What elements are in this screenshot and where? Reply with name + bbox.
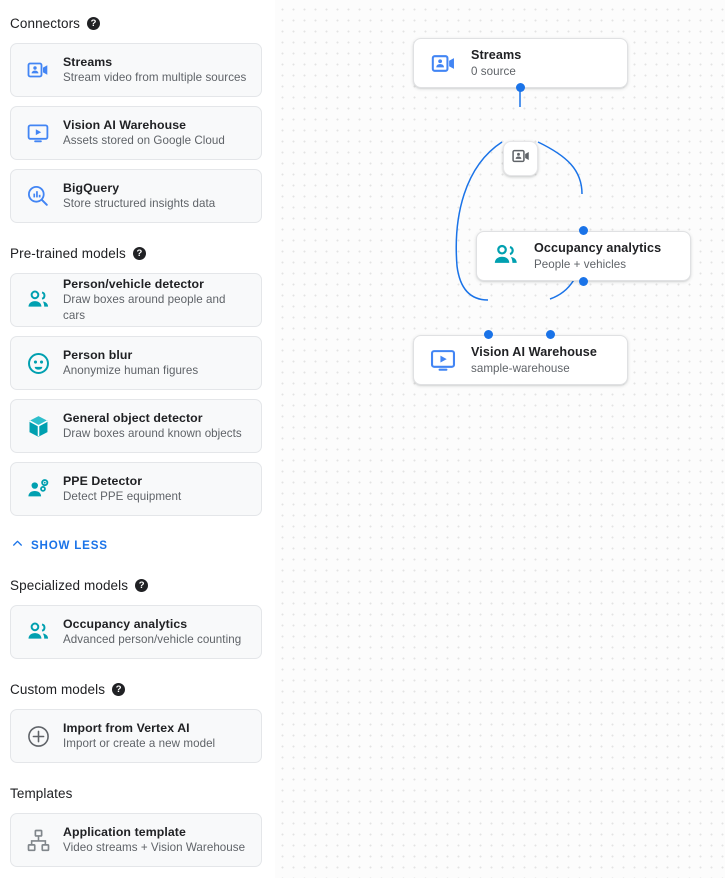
palette-item-desc: Stream video from multiple sources	[63, 71, 247, 84]
spacer	[0, 223, 275, 242]
palette-item-general-object-detector[interactable]: General object detector Draw boxes aroun…	[10, 399, 262, 453]
graph-node-subtitle: People + vehicles	[534, 257, 627, 271]
people-group-icon	[25, 287, 51, 313]
palette-item-occupancy-analytics[interactable]: Occupancy analytics Advanced person/vehi…	[10, 605, 262, 659]
edge-connector-to-occupancy	[537, 141, 583, 195]
show-less-label: SHOW LESS	[31, 538, 108, 552]
plus-circle-icon	[25, 723, 51, 749]
graph-node-text: Occupancy analytics People + vehicles	[534, 240, 661, 273]
graph-node-vision-ai-warehouse[interactable]: Vision AI Warehouse sample-warehouse	[413, 335, 628, 385]
graph-edges	[455, 51, 583, 301]
palette-item-import-from-vertex-ai[interactable]: Import from Vertex AI Import or create a…	[10, 709, 262, 763]
people-group-icon	[491, 241, 521, 271]
palette-item-ppe-detector[interactable]: PPE Detector Detect PPE equipment	[10, 462, 262, 516]
palette-item-person-vehicle-detector[interactable]: Person/vehicle detector Draw boxes aroun…	[10, 273, 262, 327]
palette-item-text: Person blur Anonymize human figures	[63, 347, 198, 379]
section-header-custom-models: Custom models ?	[0, 678, 275, 700]
palette-item-text: Person/vehicle detector Draw boxes aroun…	[63, 276, 249, 324]
graph-node-streams[interactable]: Streams 0 source	[413, 38, 628, 88]
spacer	[0, 659, 275, 678]
graph-node-text: Streams 0 source	[471, 47, 521, 80]
video-camera-person-icon	[25, 57, 51, 83]
palette-item-desc: Anonymize human figures	[63, 364, 199, 377]
palette-item-text: General object detector Draw boxes aroun…	[63, 410, 242, 442]
palette-item-text: Application template Video streams + Vis…	[63, 824, 245, 856]
palette-item-text: PPE Detector Detect PPE equipment	[63, 473, 181, 505]
section-header-connectors: Connectors ?	[0, 12, 275, 34]
graph-node-stream-connector[interactable]	[503, 141, 538, 176]
graph-node-title: Streams	[471, 47, 522, 62]
graph-node-subtitle: 0 source	[471, 64, 516, 78]
cube-box-icon	[25, 413, 51, 439]
palette-item-desc: Draw boxes around people and cars	[63, 293, 226, 322]
spacer-top	[0, 0, 275, 12]
palette-item-text: Occupancy analytics Advanced person/vehi…	[63, 616, 241, 648]
section-title: Connectors	[10, 15, 81, 31]
port-warehouse-input-left[interactable]	[484, 330, 493, 339]
graph-node-title: Occupancy analytics	[534, 240, 662, 255]
magnifier-bars-icon	[25, 183, 51, 209]
monitor-play-icon	[25, 120, 51, 146]
section-title: Pre-trained models	[10, 245, 126, 261]
chevron-up-icon	[11, 537, 24, 553]
palette-item-streams[interactable]: Streams Stream video from multiple sourc…	[10, 43, 262, 97]
help-icon[interactable]: ?	[132, 246, 146, 260]
palette-item-text: Import from Vertex AI Import or create a…	[63, 720, 215, 752]
graph-node-subtitle: sample-warehouse	[471, 361, 570, 375]
palette-item-desc: Detect PPE equipment	[63, 490, 182, 503]
face-circle-icon	[25, 350, 51, 376]
port-occupancy-input[interactable]	[579, 226, 588, 235]
graph-canvas[interactable]: Streams 0 source Occupancy analytics Peo…	[275, 0, 725, 878]
show-less-button[interactable]: SHOW LESS	[0, 535, 275, 555]
palette-item-name: Person blur	[63, 348, 133, 362]
component-palette-sidebar: Connectors ? Streams Stream video from m…	[0, 0, 275, 878]
palette-item-application-template[interactable]: Application template Video streams + Vis…	[10, 813, 262, 867]
palette-item-name: Vision AI Warehouse	[63, 118, 187, 132]
palette-item-desc: Draw boxes around known objects	[63, 427, 242, 440]
help-icon[interactable]: ?	[87, 16, 101, 30]
video-camera-person-icon	[511, 146, 531, 171]
hierarchy-tree-icon	[25, 827, 51, 853]
graph-node-occupancy-analytics[interactable]: Occupancy analytics People + vehicles	[476, 231, 691, 281]
palette-item-name: Import from Vertex AI	[63, 721, 190, 735]
person-gear-icon	[25, 476, 51, 502]
section-title: Templates	[10, 785, 73, 801]
monitor-play-icon	[428, 345, 458, 375]
palette-item-name: Application template	[63, 825, 186, 839]
palette-item-text: BigQuery Store structured insights data	[63, 180, 215, 212]
port-streams-output[interactable]	[516, 83, 525, 92]
help-icon[interactable]: ?	[112, 682, 126, 696]
port-occupancy-output[interactable]	[579, 277, 588, 286]
section-header-specialized-models: Specialized models ?	[0, 574, 275, 596]
section-header-templates: Templates	[0, 782, 275, 804]
palette-item-desc: Advanced person/vehicle counting	[63, 633, 242, 646]
graph-node-title: Vision AI Warehouse	[471, 344, 597, 359]
palette-item-text: Streams Stream video from multiple sourc…	[63, 54, 246, 86]
spacer	[0, 555, 275, 574]
palette-item-name: PPE Detector	[63, 474, 143, 488]
section-title: Specialized models	[10, 577, 129, 593]
palette-item-desc: Import or create a new model	[63, 737, 216, 750]
palette-item-vision-ai-warehouse[interactable]: Vision AI Warehouse Assets stored on Goo…	[10, 106, 262, 160]
help-icon[interactable]: ?	[135, 578, 149, 592]
video-camera-person-icon	[428, 48, 458, 78]
palette-item-text: Vision AI Warehouse Assets stored on Goo…	[63, 117, 225, 149]
palette-item-desc: Assets stored on Google Cloud	[63, 134, 225, 147]
palette-item-name: General object detector	[63, 411, 203, 425]
palette-item-bigquery[interactable]: BigQuery Store structured insights data	[10, 169, 262, 223]
palette-item-desc: Video streams + Vision Warehouse	[63, 841, 246, 854]
section-header-pre-trained-models: Pre-trained models ?	[0, 242, 275, 264]
port-warehouse-input-right[interactable]	[546, 330, 555, 339]
palette-item-desc: Store structured insights data	[63, 197, 216, 210]
palette-item-name: BigQuery	[63, 181, 120, 195]
palette-item-name: Occupancy analytics	[63, 617, 188, 631]
graph-node-text: Vision AI Warehouse sample-warehouse	[471, 344, 597, 377]
palette-item-name: Streams	[63, 55, 113, 69]
people-group-icon	[25, 619, 51, 645]
section-title: Custom models	[10, 681, 106, 697]
palette-item-person-blur[interactable]: Person blur Anonymize human figures	[10, 336, 262, 390]
spacer	[0, 516, 275, 535]
palette-item-name: Person/vehicle detector	[63, 277, 205, 291]
spacer	[0, 763, 275, 782]
